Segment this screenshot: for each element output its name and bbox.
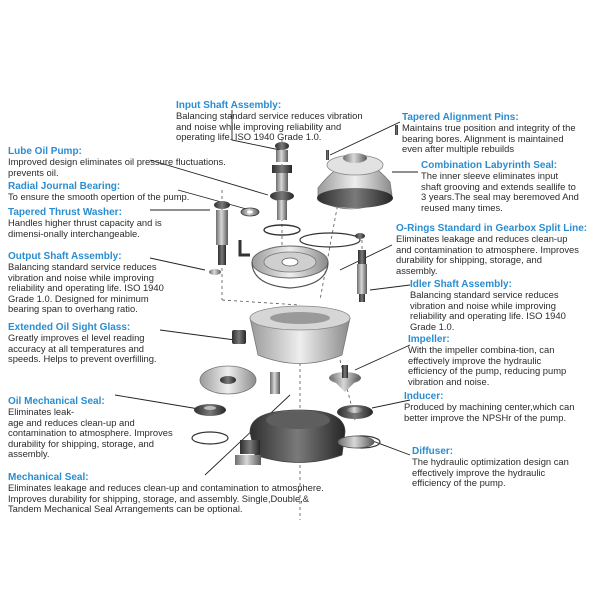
idler-shaft-part xyxy=(357,250,367,302)
label-impeller: Impeller: With the impeller combina-tion… xyxy=(408,334,598,387)
label-inducer-title: Inducer: xyxy=(404,391,444,402)
pump-casing-part xyxy=(235,409,381,465)
label-o-rings-title: O-Rings Standard in Gearbox Split Line: xyxy=(396,223,588,234)
label-tapered-pins: Tapered Alignment Pins: Maintains true p… xyxy=(402,112,598,155)
label-tapered-pins-desc: Maintains true position and integrity of… xyxy=(402,122,576,155)
label-input-shaft-desc: Balancing standard service reduces vibra… xyxy=(176,110,363,143)
label-thrust-washer: Tapered Thrust Washer: Handles higher th… xyxy=(8,207,178,239)
label-input-shaft-title: Input Shaft Assembly: xyxy=(176,100,282,111)
label-impeller-desc: With the impeller combina-tion, can effe… xyxy=(408,344,567,387)
label-mech-seal-desc: Eliminates leakage and reduces clean-up … xyxy=(8,482,324,515)
label-output-shaft-desc: Balancing standard service reduces vibra… xyxy=(8,261,164,315)
label-radial-bearing: Radial Journal Bearing: To ensure the sm… xyxy=(8,181,208,203)
label-lube-pump-desc: Improved design eliminates oil pressure … xyxy=(8,156,226,178)
output-shaft-part xyxy=(209,201,250,275)
label-diffuser: Diffuser: The hydraulic optimization des… xyxy=(412,446,598,489)
label-inducer-desc: Produced by machining center,which can b… xyxy=(404,401,575,423)
label-inducer: Inducer: Produced by machining center,wh… xyxy=(404,391,598,423)
impeller-part xyxy=(329,365,361,392)
label-lube-pump: Lube Oil Pump: Improved design eliminate… xyxy=(8,146,258,178)
label-o-rings: O-Rings Standard in Gearbox Split Line: … xyxy=(396,223,598,276)
alignment-pins-part xyxy=(326,125,398,160)
label-sight-glass-desc: Greatly improves el level reading accura… xyxy=(8,332,157,365)
label-thrust-washer-desc: Handles higher thrust capacity and is di… xyxy=(8,217,162,239)
label-diffuser-title: Diffuser: xyxy=(412,446,454,457)
label-sight-glass: Extended Oil Sight Glass: Greatly improv… xyxy=(8,322,183,365)
label-tapered-pins-title: Tapered Alignment Pins: xyxy=(402,112,519,123)
label-thrust-washer-title: Tapered Thrust Washer: xyxy=(8,207,122,218)
label-output-shaft: Output Shaft Assembly: Balancing standar… xyxy=(8,251,178,315)
gearbox-housing-part xyxy=(232,305,351,364)
label-oil-mech-seal-desc: Eliminates leak- age and reduces clean-u… xyxy=(8,406,173,460)
label-labyrinth-seal-title: Combination Labyrinth Seal: xyxy=(421,160,558,171)
gear-plate-part xyxy=(251,245,329,289)
back-plate-part xyxy=(199,365,280,395)
label-labyrinth-seal: Combination Labyrinth Seal: The inner sl… xyxy=(421,160,597,213)
label-oil-mech-seal: Oil Mechanical Seal: Eliminates leak- ag… xyxy=(8,396,193,460)
diffuser-part xyxy=(337,435,375,449)
label-o-rings-desc: Eliminates leakage and reduces clean-up … xyxy=(396,233,579,276)
label-idler-shaft-desc: Balancing standard service reduces vibra… xyxy=(410,289,566,332)
label-input-shaft: Input Shaft Assembly: Balancing standard… xyxy=(176,100,406,143)
label-radial-bearing-desc: To ensure the smooth opertion of the pum… xyxy=(8,191,190,202)
o-ring-part xyxy=(299,232,365,248)
label-labyrinth-seal-desc: The inner sleeve eliminates input shaft … xyxy=(421,170,579,213)
gearbox-cover-part xyxy=(317,153,393,210)
label-idler-shaft: Idler Shaft Assembly: Balancing standard… xyxy=(410,279,598,332)
bearing-part xyxy=(240,207,260,217)
label-impeller-title: Impeller: xyxy=(408,334,450,345)
oil-seal-part xyxy=(191,404,229,445)
label-oil-mech-seal-title: Oil Mechanical Seal: xyxy=(8,396,105,407)
label-output-shaft-title: Output Shaft Assembly: xyxy=(8,251,122,262)
label-diffuser-desc: The hydraulic optimization design can ef… xyxy=(412,456,569,489)
inducer-part xyxy=(337,405,373,419)
label-mech-seal-title: Mechanical Seal: xyxy=(8,472,89,483)
input-shaft-part xyxy=(263,142,301,236)
label-lube-pump-title: Lube Oil Pump: xyxy=(8,146,82,157)
label-mech-seal: Mechanical Seal: Eliminates leakage and … xyxy=(8,472,348,515)
label-radial-bearing-title: Radial Journal Bearing: xyxy=(8,181,121,192)
label-idler-shaft-title: Idler Shaft Assembly: xyxy=(410,279,512,290)
label-sight-glass-title: Extended Oil Sight Glass: xyxy=(8,322,131,333)
